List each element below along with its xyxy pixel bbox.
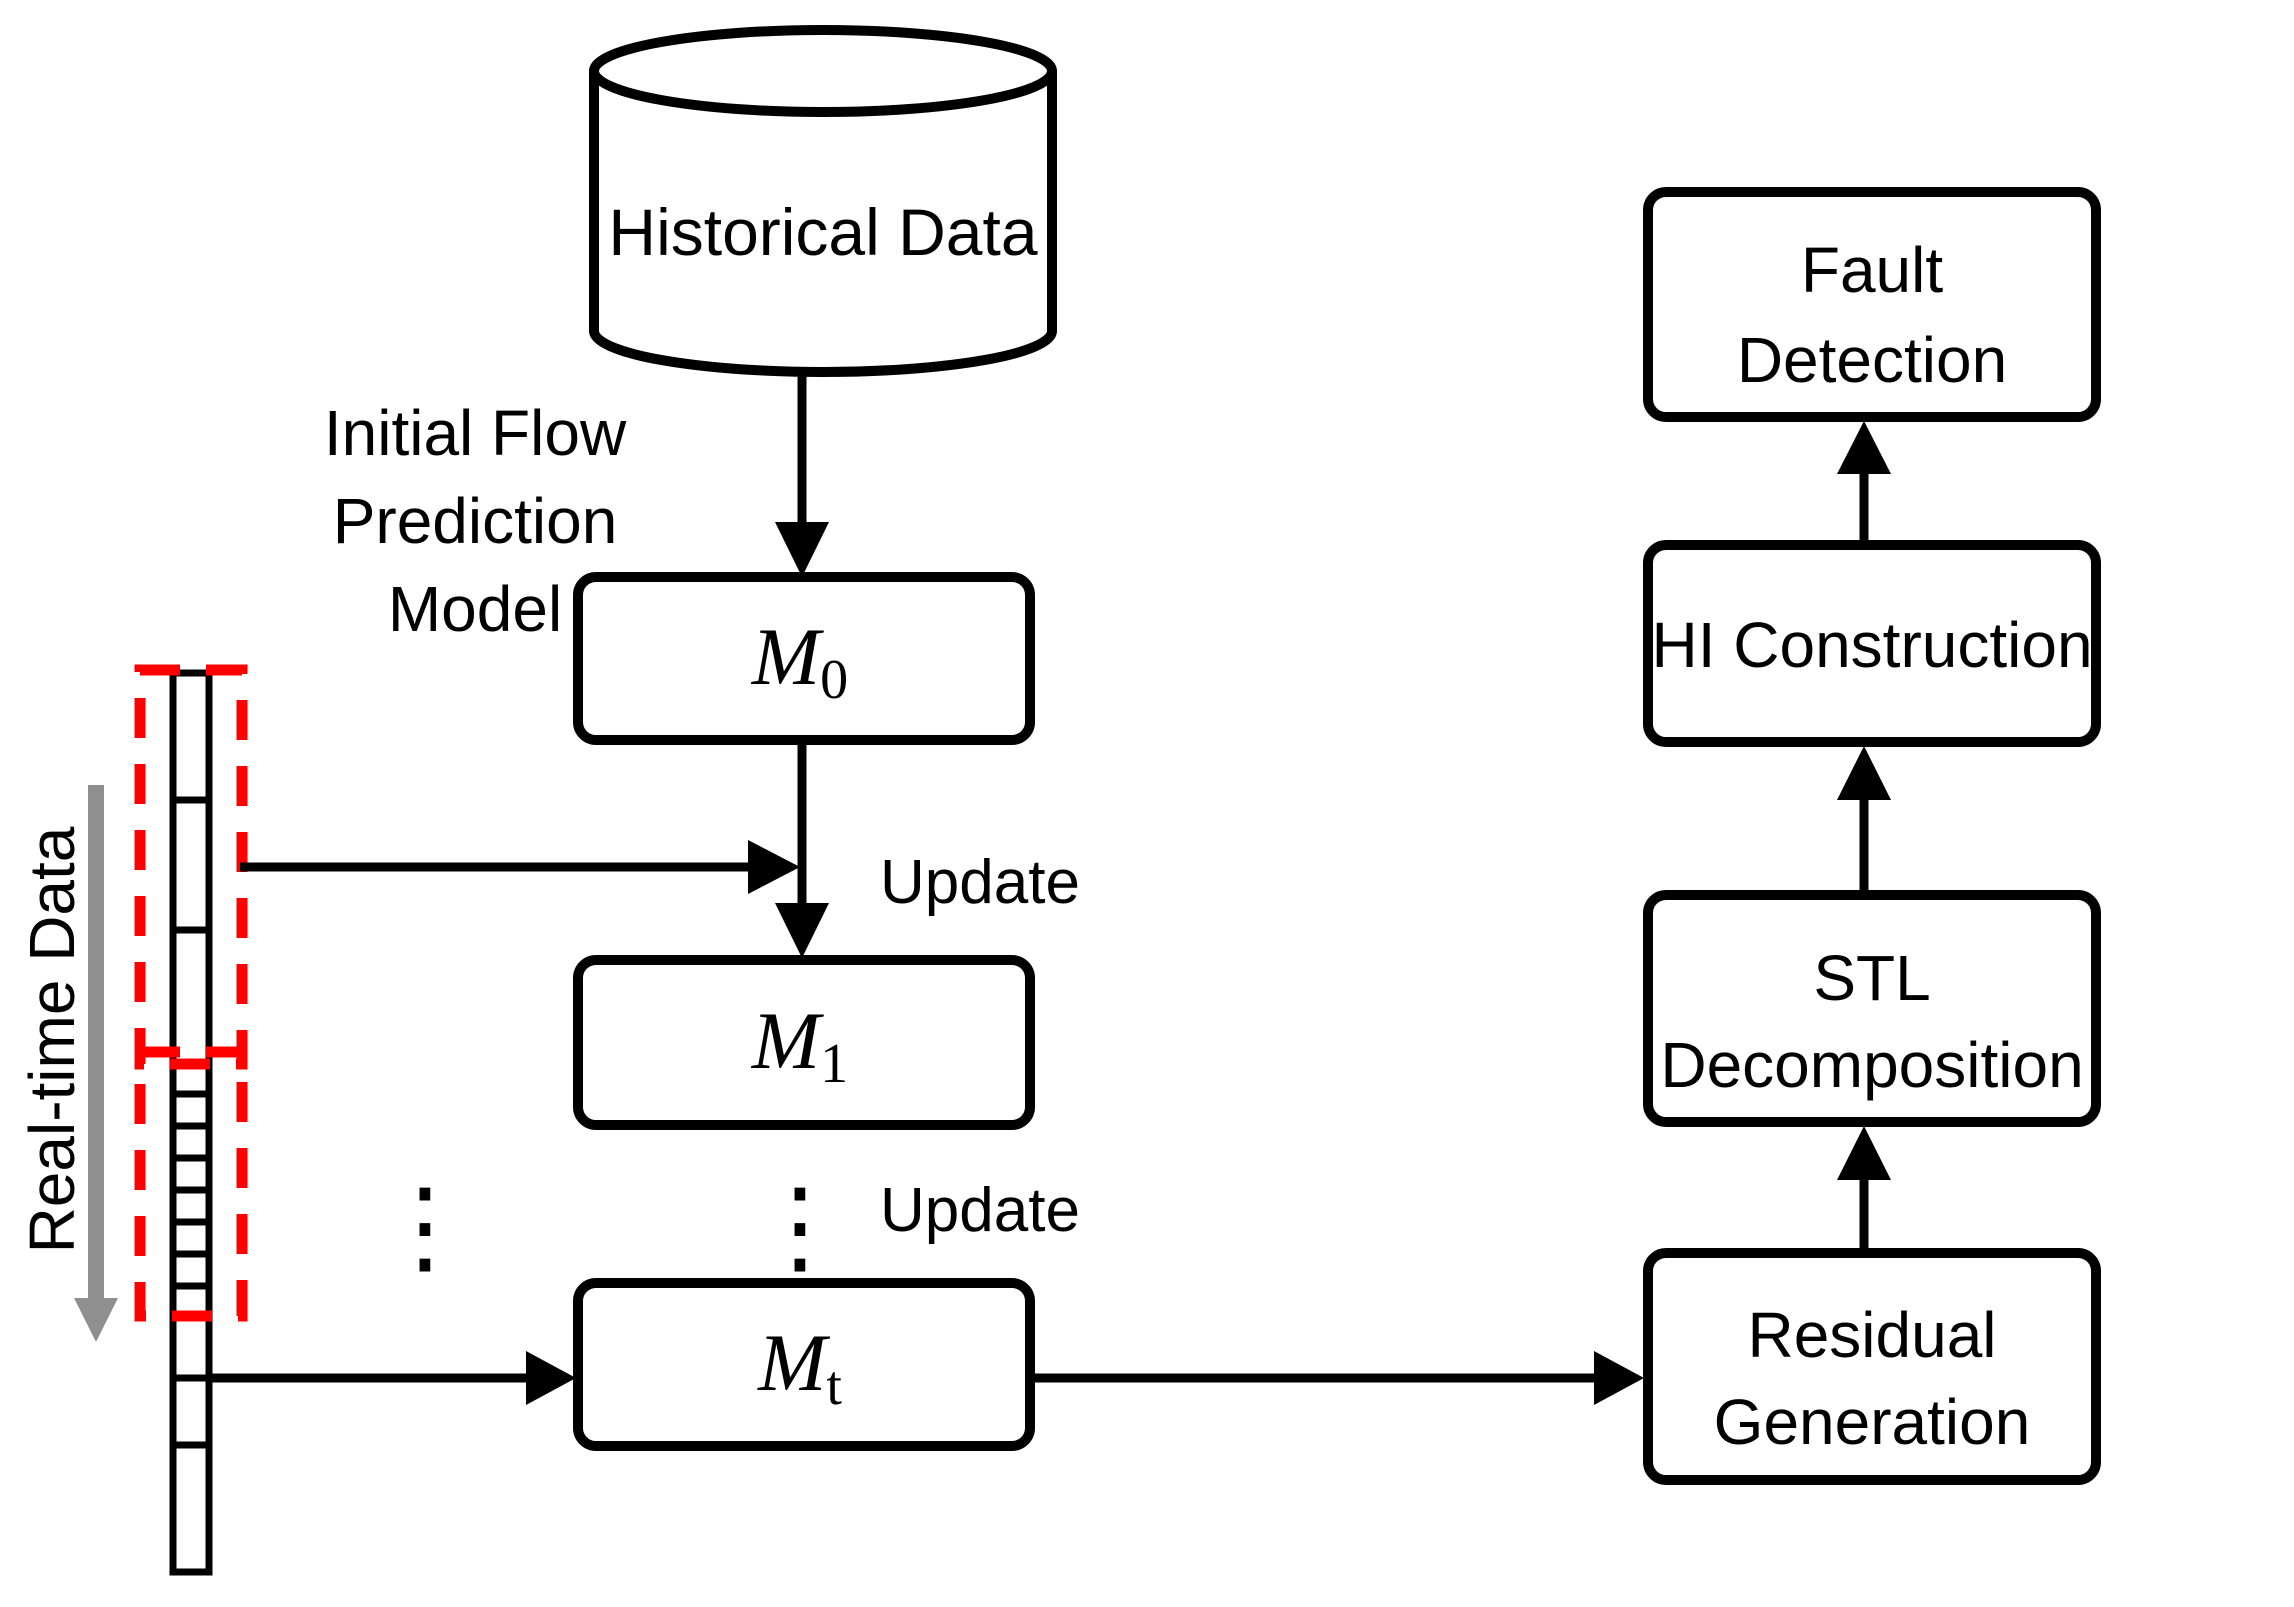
realtime-data-label: Real-time Data: [16, 826, 88, 1253]
vertical-ellipsis-left: ⋮: [373, 1165, 477, 1287]
initial-model-caption-line1: Initial Flow: [324, 397, 627, 469]
initial-model-caption-line3: Model: [388, 573, 562, 645]
stl-decomposition-node: STL Decomposition: [1643, 890, 2101, 1127]
fault-detection-label-line2: Detection: [1737, 324, 2007, 396]
time-arrow-shaft: [88, 785, 104, 1300]
sliding-window-2: [134, 1046, 248, 1322]
initial-model-caption: Initial Flow Prediction Model: [324, 397, 627, 645]
residual-generation-node: Residual Generation: [1643, 1248, 2101, 1485]
m1-label-subscript: 1: [820, 1033, 848, 1095]
m1-box: [573, 955, 1035, 1130]
fault-detection-node: Fault Detection: [1643, 187, 2101, 422]
m1-label-base: M: [751, 995, 825, 1086]
mt-label: Mt: [757, 1317, 842, 1417]
residual-generation-label-line1: Residual: [1747, 1299, 1996, 1371]
mt-label-base: M: [757, 1317, 831, 1408]
m1-label: M1: [751, 995, 848, 1095]
m0-label-subscript: 0: [820, 649, 848, 711]
m0-box: [573, 572, 1035, 745]
historical-data-label: Historical Data: [608, 195, 1037, 269]
arrowhead-window-to-update: [748, 840, 800, 894]
stl-decomposition-label-line1: STL: [1813, 942, 1930, 1014]
model-node-m1: M1: [573, 955, 1035, 1130]
mt-box: [573, 1278, 1035, 1451]
residual-generation-label-line2: Generation: [1714, 1386, 2031, 1458]
fault-detection-box: [1643, 187, 2101, 422]
sliding-window-1: [134, 664, 248, 1070]
flow-arrows: [212, 372, 1891, 1405]
realtime-time-arrow: [74, 785, 118, 1342]
arrowhead-history-to-m0: [775, 522, 829, 577]
arrowhead-stl-to-hi: [1837, 746, 1891, 800]
hi-construction-box: [1643, 540, 2101, 747]
hi-construction-node: HI Construction: [1643, 540, 2101, 747]
m0-label-base: M: [751, 611, 825, 702]
fault-detection-label-line1: Fault: [1801, 234, 1944, 306]
model-node-mt: Mt: [573, 1278, 1035, 1451]
arrowhead-strip-to-mt: [526, 1351, 576, 1405]
vertical-ellipsis-center: ⋮: [748, 1165, 852, 1287]
residual-generation-box: [1643, 1248, 2101, 1485]
historical-data-database: Historical Data: [589, 25, 1057, 377]
time-arrow-head: [74, 1298, 118, 1342]
database-cylinder-body: [589, 71, 1057, 377]
m0-label: M0: [751, 611, 848, 711]
update-label-2: Update: [880, 1176, 1080, 1245]
mt-label-subscript: t: [826, 1355, 842, 1417]
update-label-1: Update: [880, 848, 1080, 917]
hi-construction-label: HI Construction: [1651, 609, 2092, 681]
realtime-data-strip: [169, 669, 213, 1576]
data-strip-segments: [173, 796, 209, 1449]
initial-model-caption-line2: Prediction: [333, 485, 618, 557]
arrowhead-m0-to-m1: [775, 903, 829, 958]
arrowhead-residual-to-stl: [1837, 1126, 1891, 1180]
database-cylinder-top: [589, 25, 1057, 117]
stl-decomposition-label-line2: Decomposition: [1660, 1029, 2083, 1101]
stl-decomposition-box: [1643, 890, 2101, 1127]
model-node-m0: M0: [573, 572, 1035, 745]
arrowhead-hi-to-fault: [1837, 421, 1891, 474]
arrowhead-mt-to-residual: [1594, 1351, 1644, 1405]
